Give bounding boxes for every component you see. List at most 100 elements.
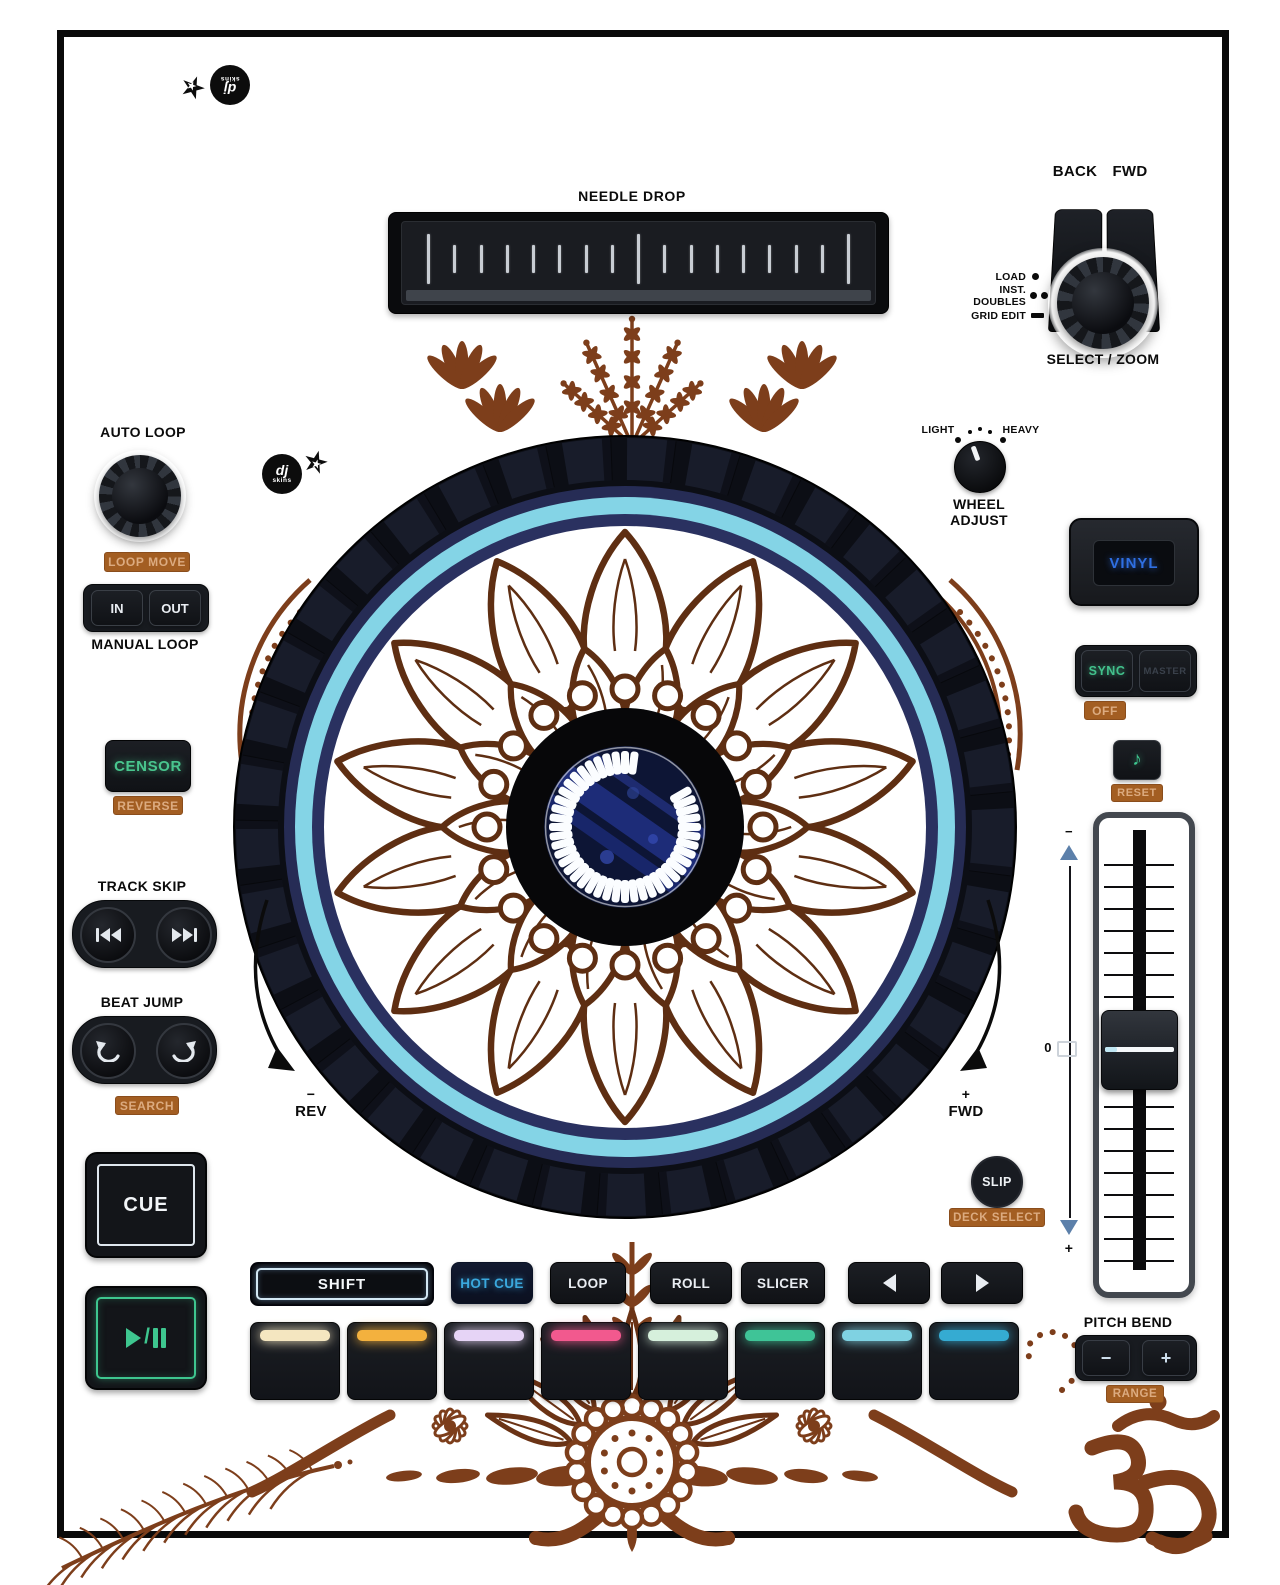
needle-tick — [663, 245, 667, 273]
tempo-minus-label: − — [1065, 824, 1073, 839]
needle-tick — [610, 245, 614, 273]
vinyl-button[interactable]: VINYL — [1069, 518, 1199, 606]
needle-tick — [584, 245, 588, 273]
needle-strip-panel — [401, 221, 876, 305]
performance-pad-3[interactable] — [444, 1322, 534, 1400]
jog-flower-outer-petals — [334, 528, 916, 1126]
needle-tick — [532, 245, 535, 273]
henna-decor-bottom — [46, 1242, 1220, 1585]
performance-pad-1[interactable] — [250, 1322, 340, 1400]
fader-tick — [1104, 886, 1174, 888]
needle-tick — [453, 245, 457, 273]
fader-tick — [1104, 864, 1174, 866]
tempo-up-triangle — [1060, 845, 1078, 860]
pad-color-bar — [454, 1330, 524, 1341]
logo-dj-text: dj — [223, 80, 237, 97]
play-pause-icon: / — [126, 1325, 166, 1350]
performance-pad-6[interactable] — [735, 1322, 825, 1400]
needle-tick — [820, 245, 824, 273]
pitch-bend-minus-button[interactable]: − — [1082, 1340, 1130, 1376]
needle-tick — [505, 245, 509, 273]
right-arrow-icon — [975, 1274, 989, 1292]
performance-pad-8[interactable] — [929, 1322, 1019, 1400]
needle-strip-bevel — [406, 290, 871, 301]
needle-tick — [479, 245, 483, 273]
rev-minus-sign: − — [306, 1086, 316, 1102]
rev-direction-arrow — [253, 899, 295, 1071]
tempo-zero-bracket — [1057, 1041, 1077, 1057]
fwd-direction-arrow — [960, 899, 1002, 1071]
auto-loop-label: AUTO LOOP — [100, 424, 186, 440]
fader-tick — [1104, 1106, 1174, 1108]
wheel-light-label: LIGHT — [921, 424, 955, 436]
djskins-logo-circle: dj skins — [262, 454, 302, 494]
shift-button[interactable]: SHIFT — [250, 1262, 434, 1306]
shift-label: SHIFT — [317, 1275, 367, 1293]
fader-handle-stripe — [1105, 1047, 1174, 1052]
needle-tick — [794, 245, 798, 273]
cue-label: CUE — [123, 1193, 169, 1216]
fader-tick — [1104, 1194, 1174, 1196]
fader-tick — [1104, 1128, 1174, 1130]
tempo-fader-handle[interactable] — [1101, 1010, 1178, 1090]
sync-button[interactable]: SYNC — [1081, 650, 1133, 692]
fader-tick — [1104, 1150, 1174, 1152]
performance-pad-2[interactable] — [347, 1322, 437, 1400]
wheel-heavy-label: HEAVY — [1002, 424, 1040, 436]
henna-decor-top — [427, 315, 837, 445]
needle-tick — [558, 245, 562, 273]
loop-out-button[interactable]: OUT — [149, 590, 201, 626]
search-badge: SEARCH — [115, 1096, 179, 1115]
pad-color-bar — [745, 1330, 815, 1341]
tempo-plus-label: + — [1064, 1240, 1074, 1256]
prev-track-button[interactable] — [80, 907, 136, 963]
performance-pad-5[interactable] — [638, 1322, 728, 1400]
fader-tick — [1104, 974, 1174, 976]
jog-wheel[interactable] — [233, 435, 1017, 1219]
doubles-label: DOUBLES — [973, 296, 1026, 308]
om-symbol — [1068, 1393, 1220, 1554]
pad-color-bar — [842, 1330, 912, 1341]
logo-dj-text: dj — [275, 462, 289, 479]
tempo-zero-label: 0 — [1044, 1040, 1052, 1055]
loop-button[interactable]: LOOP — [550, 1262, 626, 1304]
key-reset-button[interactable]: ♪ — [1113, 740, 1161, 780]
needle-tick — [768, 245, 772, 273]
beat-jump-label: BEAT JUMP — [100, 994, 184, 1010]
next-track-button[interactable] — [156, 907, 212, 963]
slicer-button[interactable]: SLICER — [741, 1262, 825, 1304]
off-badge: OFF — [1084, 701, 1126, 720]
fader-tick — [1104, 952, 1174, 954]
wheel-adjust-dot-3 — [978, 427, 982, 431]
slip-button[interactable]: SLIP — [971, 1156, 1023, 1208]
play-pause-inner-border: / — [96, 1297, 196, 1379]
fader-tick — [1104, 1216, 1174, 1218]
performance-pad-4[interactable] — [541, 1322, 631, 1400]
pad-page-right-button[interactable] — [941, 1262, 1023, 1304]
performance-pad-7[interactable] — [832, 1322, 922, 1400]
left-arrow-icon — [882, 1274, 896, 1292]
hot-cue-button[interactable]: HOT CUE — [451, 1262, 533, 1304]
manual-loop-label: MANUAL LOOP — [91, 636, 199, 652]
beat-jump-forward-button[interactable] — [156, 1023, 212, 1079]
pitch-bend-plus-button[interactable]: + — [1142, 1340, 1190, 1376]
cue-button[interactable]: CUE — [85, 1152, 207, 1258]
master-button[interactable]: MASTER — [1139, 650, 1191, 692]
needle-tick — [689, 245, 693, 273]
back-label: BACK — [1052, 163, 1098, 180]
wheel-adjust-dot-5 — [1000, 437, 1006, 443]
needle-drop-strip[interactable] — [388, 212, 889, 314]
play-pause-button[interactable]: / — [85, 1286, 207, 1390]
pad-page-left-button[interactable] — [848, 1262, 930, 1304]
beat-jump-back-button[interactable] — [80, 1023, 136, 1079]
loop-in-button[interactable]: IN — [91, 590, 143, 626]
censor-button[interactable]: CENSOR — [105, 740, 191, 792]
logo-skins-text: skins — [272, 477, 292, 485]
djskins-logo-circle: dj skins — [210, 65, 250, 105]
pad-color-bar — [357, 1330, 427, 1341]
range-badge: RANGE — [1106, 1385, 1164, 1403]
wheel-adjust-indicator — [970, 445, 980, 462]
roll-button[interactable]: ROLL — [650, 1262, 732, 1304]
wheel-adjust-knob[interactable] — [954, 441, 1006, 493]
doubles-dot-2 — [1041, 292, 1048, 299]
